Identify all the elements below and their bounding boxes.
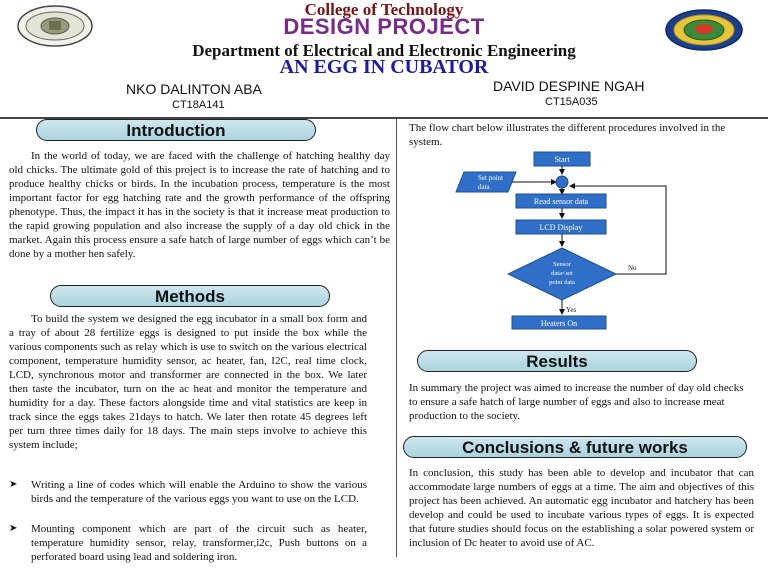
design-project-label: DESIGN PROJECT bbox=[283, 14, 485, 39]
author-left-name: NKO DALINTON ABA bbox=[126, 81, 262, 97]
methods-bullet-text: Writing a line of codes which will enabl… bbox=[31, 479, 367, 505]
flowchart: Start Set point data Read sensor data LC… bbox=[452, 150, 672, 332]
methods-bullet: ➤ Mounting component which are part of t… bbox=[9, 522, 367, 564]
author-left-id: CT18A141 bbox=[172, 99, 225, 111]
flow-no-label: No bbox=[628, 264, 637, 272]
results-heading: Results bbox=[417, 350, 697, 372]
flow-decision-node: Sensor data<set point data bbox=[506, 247, 618, 301]
university-seal-left-icon bbox=[16, 4, 94, 48]
flow-yes-label: Yes bbox=[566, 306, 576, 314]
flow-lcd-display-label: LCD Display bbox=[540, 223, 583, 232]
project-title: AN EGG IN CUBATOR bbox=[279, 56, 489, 78]
author-right-name: DAVID DESPINE NGAH bbox=[493, 78, 645, 94]
methods-heading: Methods bbox=[50, 285, 330, 307]
flow-decision-label-2: data<set bbox=[551, 270, 573, 277]
column-divider bbox=[396, 119, 397, 557]
conclusions-heading: Conclusions & future works bbox=[403, 436, 747, 458]
methods-bullet: ➤ Writing a line of codes which will ena… bbox=[9, 478, 367, 506]
bullet-arrow-icon: ➤ bbox=[9, 479, 18, 490]
conclusions-body: In conclusion, this study has been able … bbox=[409, 467, 754, 549]
flow-start-node: Start bbox=[533, 151, 591, 167]
flow-heaters-on-label: Heaters On bbox=[541, 319, 577, 328]
flow-decision-label-1: Sensor bbox=[553, 261, 572, 268]
results-body: In summary the project was aimed to incr… bbox=[409, 382, 744, 422]
flow-read-sensor-node: Read sensor data bbox=[515, 193, 607, 209]
introduction-body: In the world of today, we are faced with… bbox=[9, 150, 390, 260]
flow-set-point-node: Set point data bbox=[455, 171, 517, 193]
bullet-arrow-icon: ➤ bbox=[9, 523, 18, 534]
flow-set-point-label-1: Set point bbox=[478, 174, 503, 182]
flow-heaters-on-node: Heaters On bbox=[511, 315, 607, 330]
flow-lcd-display-node: LCD Display bbox=[515, 219, 607, 235]
flow-decision-label-3: point data bbox=[549, 279, 575, 286]
department-name: Department of Electrical and Electronic … bbox=[192, 41, 576, 60]
methods-body: To build the system we designed the egg … bbox=[9, 313, 367, 451]
flow-start-label: Start bbox=[554, 155, 570, 164]
flow-junction-node bbox=[555, 175, 569, 189]
author-right-id: CT15A035 bbox=[545, 96, 598, 108]
university-seal-right-icon bbox=[664, 8, 744, 52]
flow-read-sensor-label: Read sensor data bbox=[534, 197, 589, 206]
introduction-heading: Introduction bbox=[36, 119, 316, 141]
methods-bullet-text: Mounting component which are part of the… bbox=[31, 523, 367, 563]
poster-header: College of Technology DESIGN PROJECT Dep… bbox=[0, 0, 768, 120]
flowchart-intro: The flow chart below illustrates the dif… bbox=[409, 122, 726, 148]
college-name: College of Technology bbox=[304, 0, 464, 19]
flow-set-point-label-2: data bbox=[478, 183, 491, 191]
header-divider bbox=[0, 117, 768, 119]
